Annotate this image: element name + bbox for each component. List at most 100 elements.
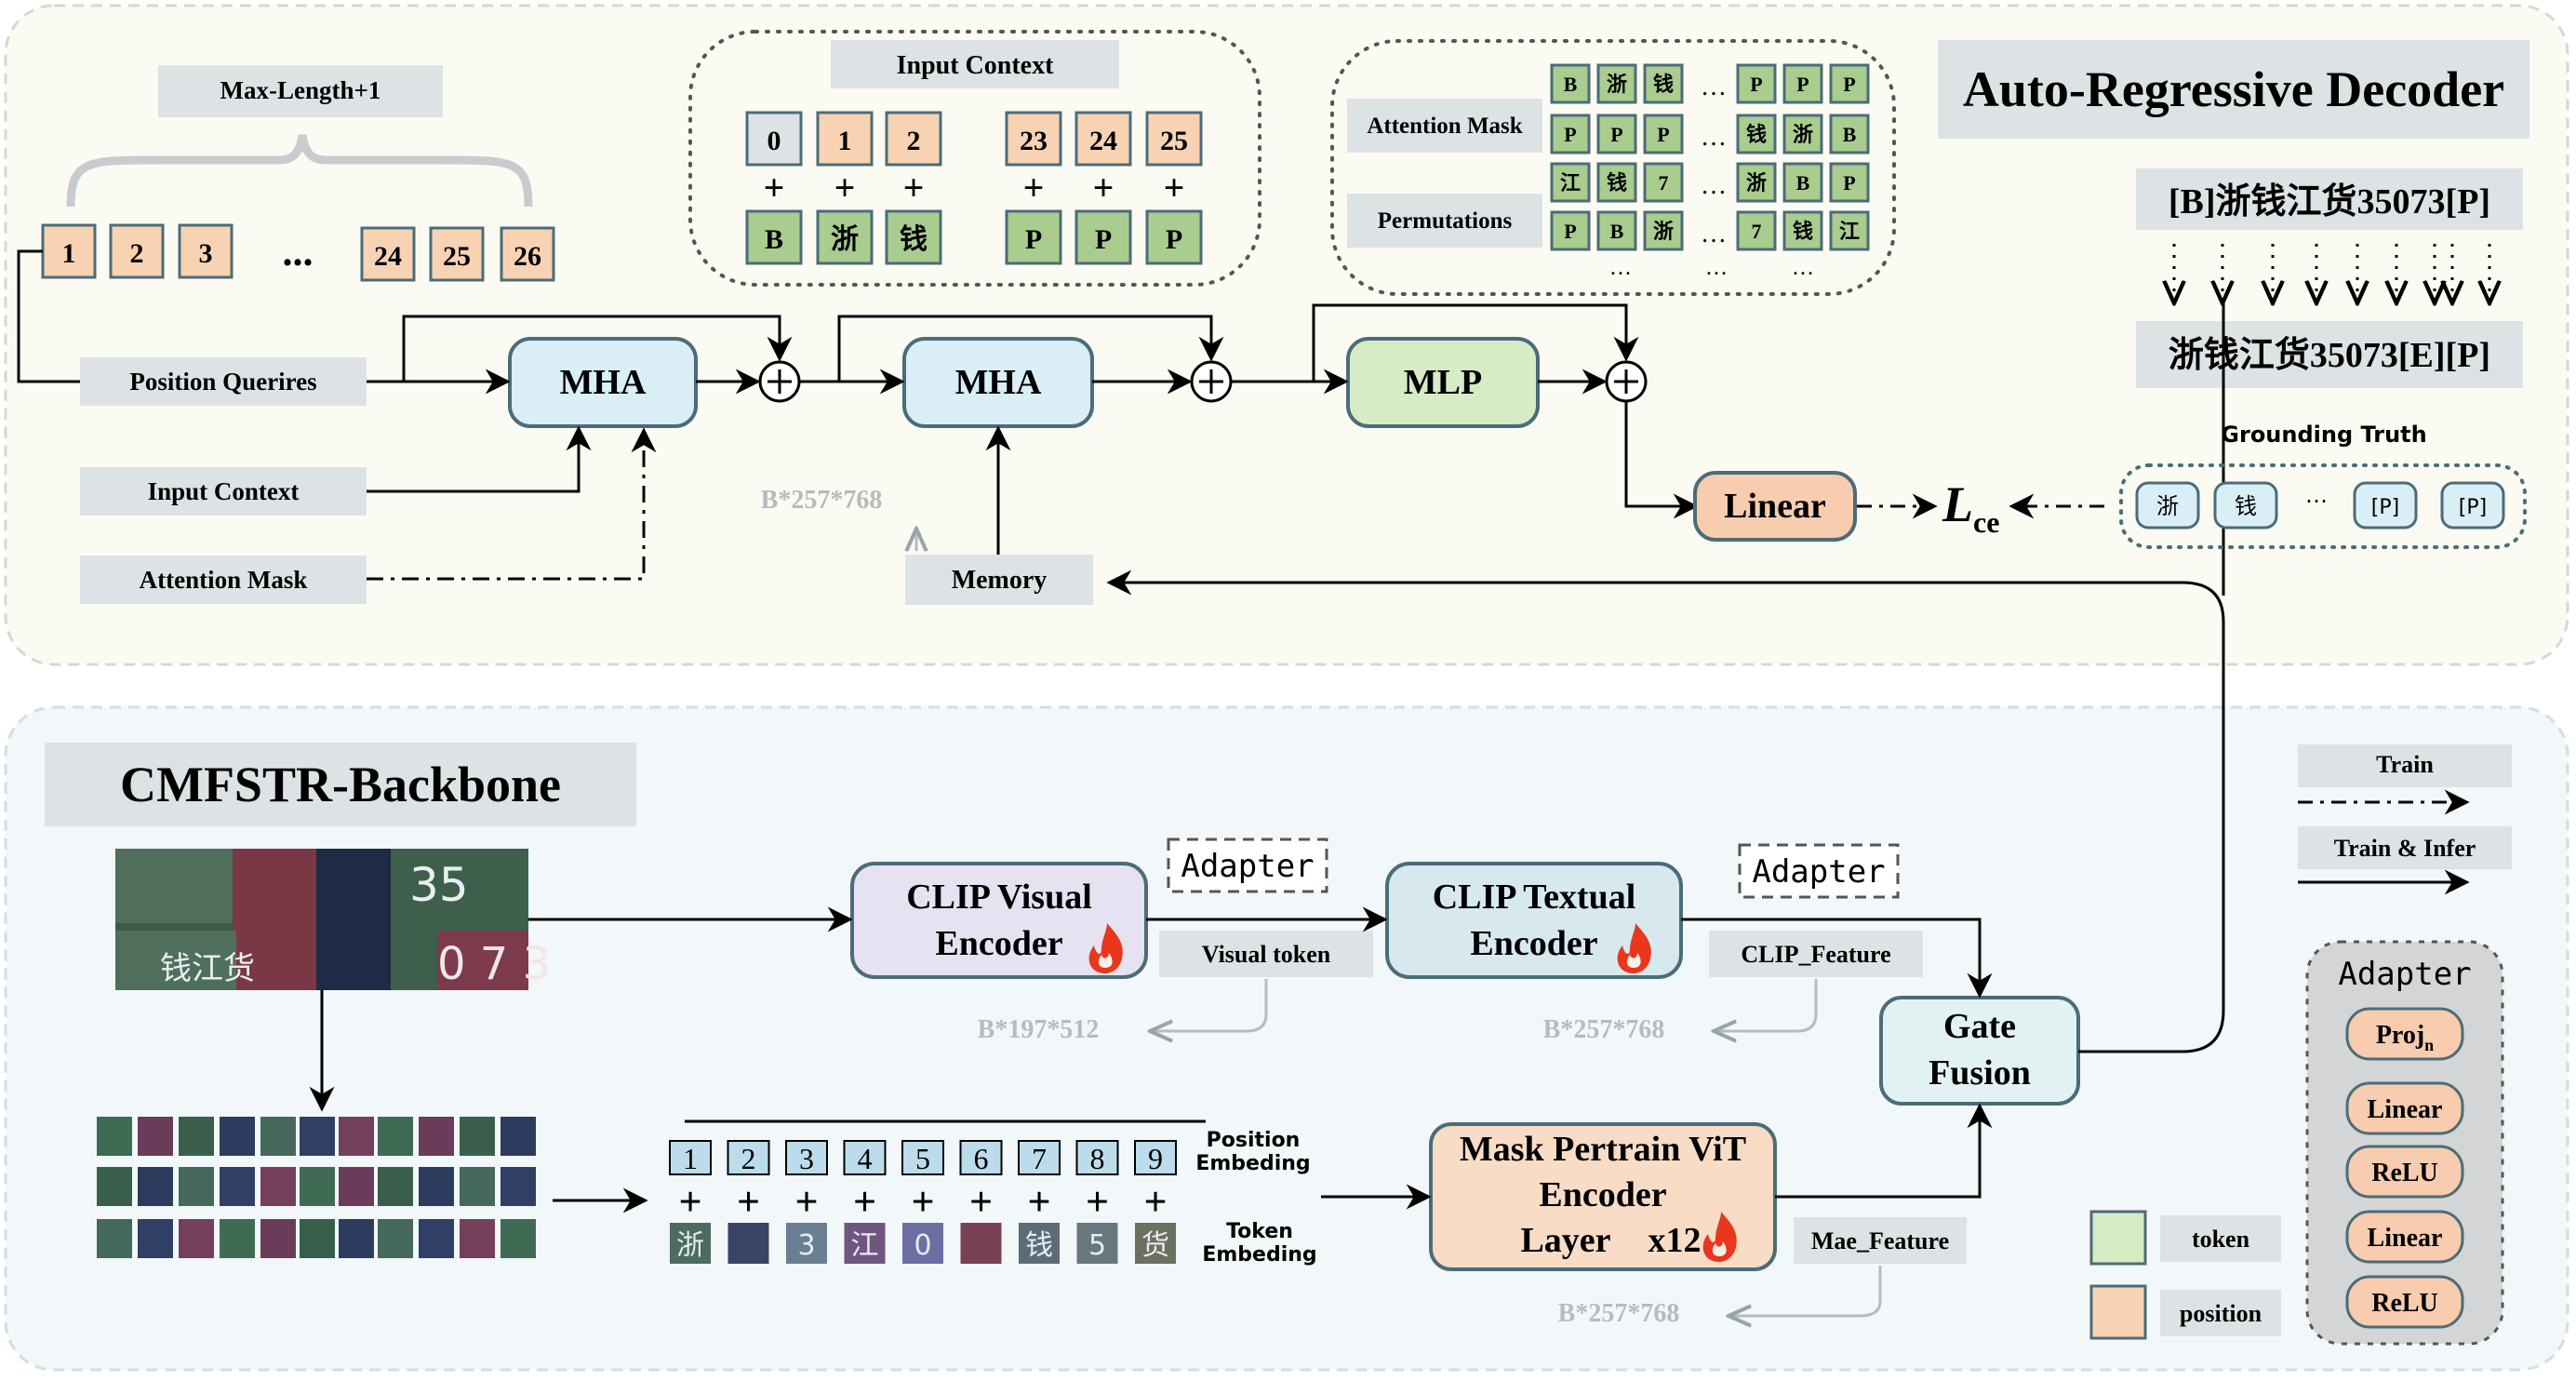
visual-token-dim-arrow — [1150, 979, 1268, 1031]
adapter-layer-linear-label: Linear — [2368, 1095, 2443, 1124]
image-patch — [339, 1167, 374, 1206]
plus-sign: + — [764, 167, 785, 208]
position-embedding-cell — [959, 1140, 1003, 1175]
memory-label: Memory — [952, 566, 1048, 595]
decoder-connections — [17, 249, 2225, 597]
context-position — [1145, 111, 1203, 167]
grid-continuation-dots: … … … — [1609, 256, 1814, 280]
grid-ellipsis: … — [1701, 220, 1727, 248]
grid-ellipsis: … — [1701, 123, 1727, 152]
token-embedding-char: 5 — [1088, 1229, 1106, 1262]
adapter-tag-2-label: Adapter — [1752, 853, 1885, 891]
mask-cell — [1829, 63, 1870, 104]
token-embedding-char: 钱 — [1025, 1229, 1053, 1262]
mask-cell-text: B — [1564, 73, 1578, 96]
mask-cell — [1596, 114, 1637, 154]
position-token-text: 1 — [62, 238, 76, 269]
legend-token-label: token — [2192, 1226, 2250, 1253]
legend-position-box — [2160, 1290, 2281, 1336]
mask-cell-text: P — [1843, 171, 1855, 194]
mask-permutation-panel — [1330, 39, 1896, 296]
grounding-token — [2135, 481, 2200, 530]
linear-block-label: Linear — [1724, 487, 1826, 526]
image-patch — [419, 1117, 454, 1156]
linear-block — [1693, 471, 1857, 542]
context-token-text: 钱 — [900, 224, 928, 255]
adapter-layer-relu — [2345, 1145, 2464, 1199]
context-token — [816, 209, 874, 265]
plus-sign: + — [1164, 167, 1185, 208]
position-embedding-cell — [785, 1140, 828, 1175]
mask-cell — [1643, 210, 1684, 251]
plus-sign: + — [1023, 167, 1045, 208]
legend-train-infer-box — [2298, 826, 2512, 869]
attention-mask-label: Attention Mask — [1367, 114, 1522, 139]
context-position-text: 25 — [1160, 126, 1188, 156]
input-context-row-box — [80, 467, 367, 516]
mask-cell-text: P — [1796, 73, 1809, 96]
mask-cell-text: P — [1564, 220, 1576, 243]
adapter-tag-1 — [1167, 838, 1328, 893]
legend-train-box — [2298, 744, 2512, 787]
plus-sign: + — [1143, 1179, 1167, 1225]
mask-cell — [1782, 162, 1823, 203]
backbone-connections — [309, 570, 2225, 1213]
mask-cell — [1736, 210, 1777, 251]
mask-cell — [1550, 210, 1591, 251]
position-embedding-cell — [843, 1140, 887, 1175]
grounding-token-ellipsis: … — [2305, 482, 2328, 508]
mask-cell-text: 浙 — [1607, 73, 1627, 96]
mask-cell — [1596, 210, 1637, 251]
mask-cell-text: 钱 — [1607, 171, 1627, 194]
mask-cell-text: P — [1750, 73, 1762, 96]
position-embedding-cell — [727, 1140, 770, 1175]
position-embedding-cell — [1075, 1140, 1119, 1175]
context-position — [816, 111, 874, 167]
context-position — [885, 111, 942, 167]
legend-token-box — [2160, 1215, 2281, 1262]
image-patch — [501, 1219, 536, 1258]
plus-sign: + — [834, 167, 856, 208]
context-position — [1005, 111, 1062, 167]
image-patch — [501, 1117, 536, 1156]
token-embedding-patch — [960, 1223, 1002, 1264]
residual-add-3 — [1605, 360, 1648, 403]
residual-add-1 — [758, 360, 801, 403]
residual-add-2 — [1190, 360, 1233, 403]
mask-cell-text: 江 — [1560, 171, 1581, 194]
image-patch — [220, 1167, 255, 1206]
context-token — [1145, 209, 1203, 265]
decoder-title: Auto-Regressive Decoder — [1963, 61, 2504, 117]
position-embedding-cell — [1018, 1140, 1061, 1175]
adapter-layer-relu-label: ReLU — [2371, 1289, 2438, 1318]
mask-cell — [1736, 114, 1777, 154]
mask-cell-text: P — [1564, 123, 1576, 146]
plus-sign: + — [794, 1179, 818, 1225]
grounding-token-text: [P] — [2371, 496, 2399, 519]
position-token — [178, 223, 234, 279]
context-token-text: 浙 — [831, 224, 859, 255]
adapter-layer-linear — [2345, 1081, 2464, 1135]
target-top-box — [2136, 168, 2523, 230]
mha-block-1-label: MHA — [560, 363, 647, 402]
clip-feature-dim: B*257*768 — [1543, 1015, 1665, 1044]
mae-layer-label: Layer — [1520, 1221, 1610, 1260]
position-embedding-text: 2 — [741, 1142, 756, 1175]
grid-dots: … — [1705, 256, 1728, 280]
image-patch — [378, 1219, 413, 1258]
memory-box — [905, 555, 1093, 605]
position-token-row: 1 2 3 ... 24 25 26 — [41, 223, 555, 282]
plus-sign: + — [1093, 167, 1114, 208]
mae-repeat-label: x12 — [1648, 1221, 1702, 1260]
mae-feature-dim-arrow — [1728, 1266, 1882, 1316]
mask-cell-text: 浙 — [1793, 123, 1813, 146]
image-patch — [138, 1219, 173, 1258]
mask-cell — [1550, 162, 1591, 203]
mask-cell-text: 钱 — [1793, 220, 1813, 243]
context-token-text: P — [1166, 224, 1182, 255]
mask-cell-text: B — [1796, 171, 1810, 194]
adapter-layer-linear-label: Linear — [2368, 1224, 2443, 1253]
position-token — [500, 226, 555, 282]
